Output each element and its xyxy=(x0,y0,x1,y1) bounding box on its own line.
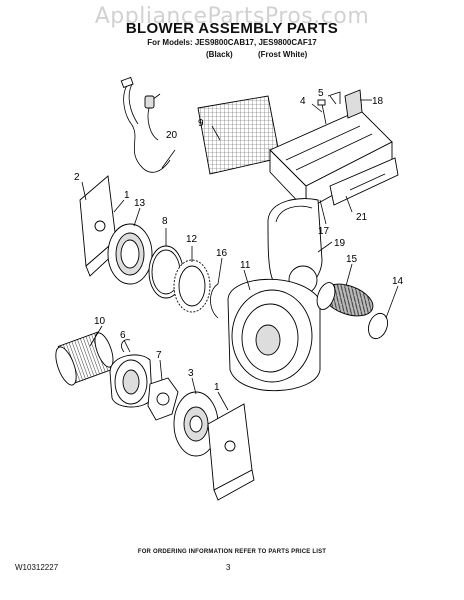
variant-white: (Frost White) xyxy=(258,50,308,59)
watermark: AppliancePartsPros.com xyxy=(94,4,370,29)
ordering-note: FOR ORDERING INFORMATION REFER TO PARTS … xyxy=(137,549,327,555)
callout-13: 13 xyxy=(134,198,146,209)
motor-flange-ring xyxy=(107,223,153,285)
blower-housing xyxy=(227,278,321,392)
callout-1-upper: 1 xyxy=(124,190,130,201)
callout-2: 2 xyxy=(74,172,80,183)
duct-clamp xyxy=(367,312,389,340)
callout-12: 12 xyxy=(186,234,198,245)
callout-10: 10 xyxy=(94,316,106,327)
callout-1-lower: 1 xyxy=(214,382,220,393)
callout-15: 15 xyxy=(346,254,358,265)
callout-4: 4 xyxy=(300,96,306,107)
top-brackets xyxy=(317,89,363,125)
grille xyxy=(197,95,281,175)
callout-3: 3 xyxy=(188,368,194,379)
callout-7: 7 xyxy=(156,350,162,361)
model-list: For Models: JES9800CAB17, JES9800CAF17 xyxy=(147,38,317,47)
callout-16: 16 xyxy=(216,248,228,259)
mounting-bracket-right xyxy=(207,403,255,501)
mounting-plate xyxy=(173,391,219,457)
callout-6: 6 xyxy=(120,330,126,341)
air-duct xyxy=(267,198,323,295)
callout-5: 5 xyxy=(318,88,324,99)
retaining-ring xyxy=(173,259,211,313)
variant-black: (Black) xyxy=(206,50,233,59)
callout-11: 11 xyxy=(240,260,251,271)
motor-mount xyxy=(147,377,179,421)
callout-8: 8 xyxy=(162,216,168,227)
flex-duct xyxy=(316,282,374,317)
callout-9: 9 xyxy=(198,118,204,129)
page-number: 3 xyxy=(226,563,231,572)
power-cord xyxy=(120,76,171,173)
callout-18: 18 xyxy=(372,96,384,107)
callout-14: 14 xyxy=(392,276,404,287)
clip-ring xyxy=(210,283,219,319)
blower-wheel xyxy=(55,331,114,386)
duct-housing xyxy=(269,109,399,212)
callout-21: 21 xyxy=(356,212,368,223)
page-title: BLOWER ASSEMBLY PARTS xyxy=(125,20,339,37)
callout-19: 19 xyxy=(334,238,346,249)
blower-motor xyxy=(109,339,153,408)
document-id: W10312227 xyxy=(15,563,59,572)
callout-17: 17 xyxy=(318,226,330,237)
leader-lines xyxy=(81,95,399,411)
callout-20: 20 xyxy=(166,130,178,141)
